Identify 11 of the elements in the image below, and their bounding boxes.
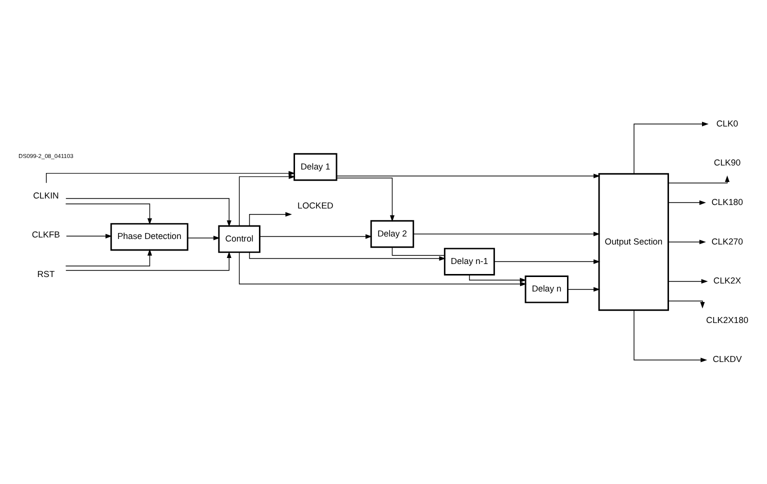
node-text: RST: [37, 269, 55, 280]
node-text: CLK90: [714, 158, 741, 168]
node-text: CLKFB: [32, 230, 60, 240]
node-text: CLKIN: [33, 190, 59, 200]
node-text: LOCKED: [297, 200, 334, 211]
node-text: CLK180: [711, 196, 743, 207]
node-text: CLKDV: [712, 354, 742, 364]
node-text: CLK0: [716, 118, 738, 128]
node-text: CLK2X180: [706, 314, 748, 325]
node-text: CLK2X: [713, 276, 742, 286]
node-text: CLK270: [711, 236, 743, 246]
